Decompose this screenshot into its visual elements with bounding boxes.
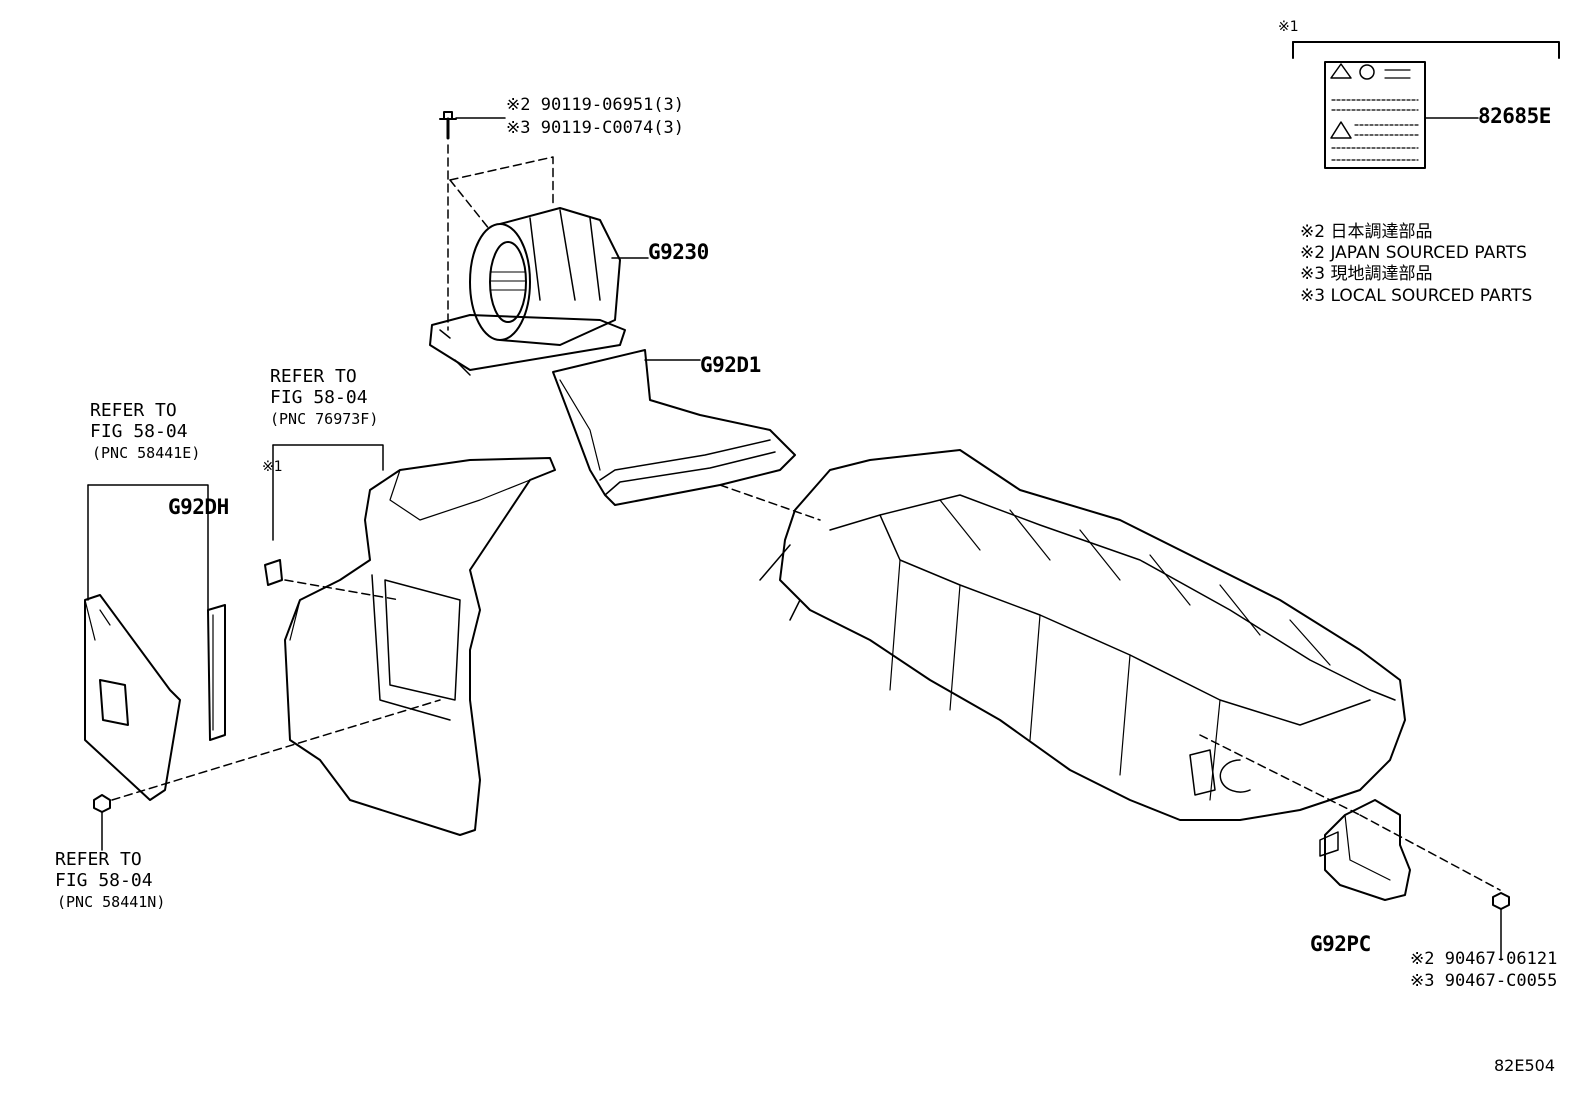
ref-c-pnc[interactable]: (PNC 58441N) <box>57 893 166 911</box>
label-patch <box>264 444 384 586</box>
ref-b-line1: REFER TO <box>90 400 177 421</box>
label-sticker-82685e <box>1292 41 1560 169</box>
battery-pack <box>759 449 1501 891</box>
note-local-en: ※3 LOCAL SOURCED PARTS <box>1300 286 1533 306</box>
nut-bottom <box>1492 892 1510 961</box>
ref-c-line2: FIG 58-04 <box>55 870 153 891</box>
center-trim-panel <box>284 457 556 836</box>
bolt-part-number-japan[interactable]: ※2 90119-06951(3) <box>506 95 685 115</box>
part-number-82685e[interactable]: 82685E <box>1478 104 1551 128</box>
part-number-blower[interactable]: G9230 <box>648 240 709 264</box>
legend-mark: ※1 <box>1278 19 1299 35</box>
nut-part-number-local[interactable]: ※3 90467-C0055 <box>1410 971 1558 991</box>
blower-motor <box>429 156 649 376</box>
left-trim-cover <box>84 484 226 801</box>
nut-part-number-japan[interactable]: ※2 90467-06121 <box>1410 949 1558 969</box>
clip-left <box>93 699 441 851</box>
ref-b-pnc[interactable]: (PNC 58441E) <box>92 444 201 462</box>
bracket <box>1319 799 1411 901</box>
note-japan-jp: ※2 日本調達部品 <box>1300 222 1433 242</box>
part-number-duct[interactable]: G92D1 <box>700 353 761 377</box>
ref-a-pnc[interactable]: (PNC 76973F) <box>270 410 379 428</box>
diagram-id: 82E504 <box>1494 1056 1556 1075</box>
ref-a-line1: REFER TO <box>270 366 357 387</box>
note-local-jp: ※3 現地調達部品 <box>1300 264 1433 284</box>
part-number-cover[interactable]: G92DH <box>168 495 229 519</box>
ref-a-line2: FIG 58-04 <box>270 387 368 408</box>
ref-c-line1: REFER TO <box>55 849 142 870</box>
bolt-top <box>439 111 506 331</box>
ref-b-line2: FIG 58-04 <box>90 421 188 442</box>
bolt-part-number-local[interactable]: ※3 90119-C0074(3) <box>506 118 685 138</box>
duct <box>552 349 821 521</box>
mark-left: ※1 <box>262 459 283 475</box>
note-japan-en: ※2 JAPAN SOURCED PARTS <box>1300 243 1527 263</box>
part-number-bracket[interactable]: G92PC <box>1310 932 1371 956</box>
